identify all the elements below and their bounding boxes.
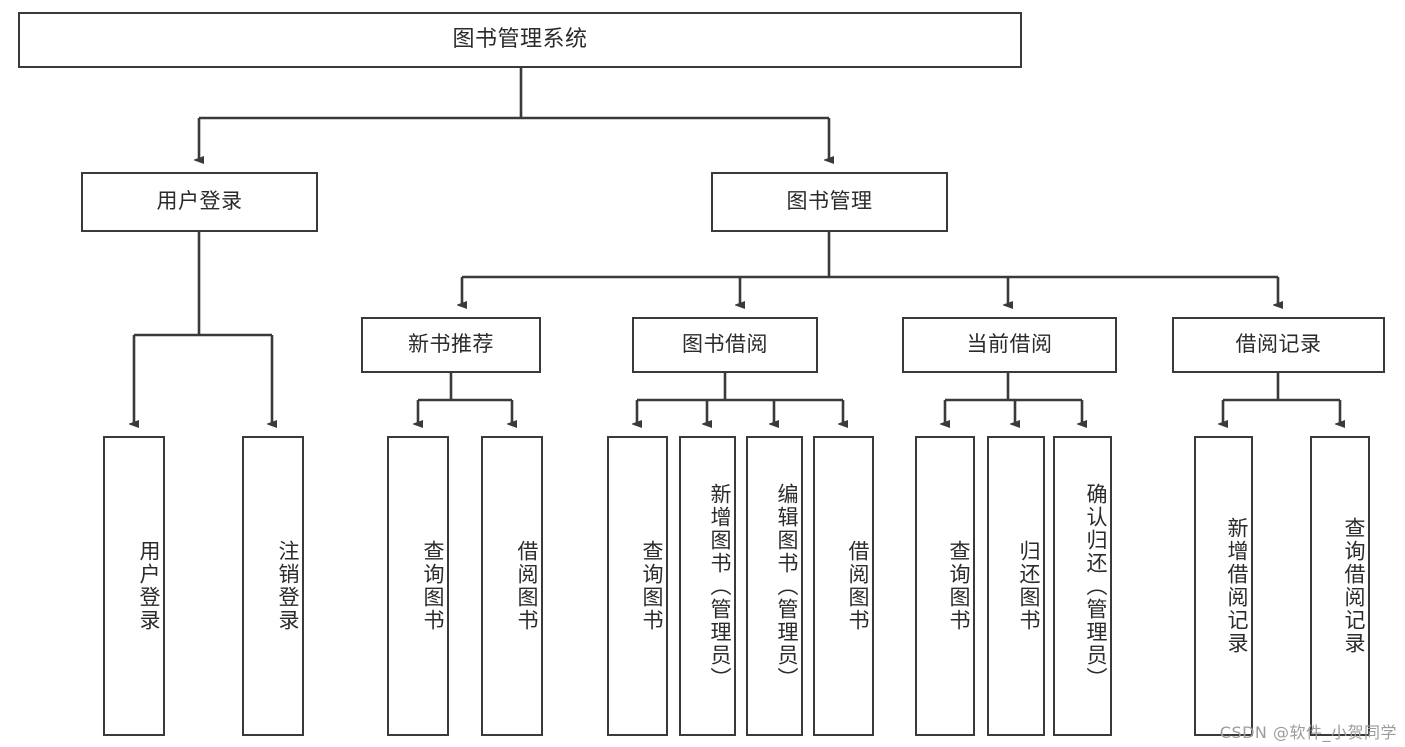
node-leaf-query-book-2-label: 查询图书: [640, 540, 664, 632]
node-leaf-return-book-label: 归还图书: [1017, 540, 1041, 632]
node-book-manage[interactable]: 图书管理: [711, 172, 948, 232]
node-leaf-query-borrow-record[interactable]: 查询借阅记录: [1310, 436, 1370, 736]
node-root[interactable]: 图书管理系统: [18, 12, 1022, 68]
node-leaf-borrow-book-2[interactable]: 借阅图书: [813, 436, 874, 736]
node-leaf-edit-book-admin-label: 编辑图书（管理员）: [775, 482, 799, 690]
node-leaf-query-borrow-record-label: 查询借阅记录: [1342, 517, 1366, 655]
node-borrow-record[interactable]: 借阅记录: [1172, 317, 1385, 373]
watermark: CSDN @软件_小贺同学: [1219, 723, 1397, 742]
node-book-manage-label: 图书管理: [786, 189, 873, 214]
node-leaf-borrow-book-2-label: 借阅图书: [846, 540, 870, 632]
node-leaf-edit-book-admin[interactable]: 编辑图书（管理员）: [746, 436, 803, 736]
node-leaf-return-book[interactable]: 归还图书: [987, 436, 1045, 736]
node-leaf-borrow-book-1-label: 借阅图书: [515, 540, 539, 632]
node-leaf-logout[interactable]: 注销登录: [242, 436, 304, 736]
node-current-borrow-label: 当前借阅: [966, 332, 1053, 357]
node-leaf-query-book-2[interactable]: 查询图书: [607, 436, 668, 736]
node-book-borrow[interactable]: 图书借阅: [632, 317, 818, 373]
node-leaf-confirm-return-admin-label: 确认归还（管理员）: [1084, 482, 1108, 690]
node-leaf-logout-label: 注销登录: [276, 540, 300, 632]
node-current-borrow[interactable]: 当前借阅: [902, 317, 1117, 373]
node-new-book-recommend-label: 新书推荐: [408, 332, 494, 357]
node-leaf-query-book-3-label: 查询图书: [947, 540, 971, 632]
node-leaf-user-login-label: 用户登录: [137, 540, 161, 632]
node-leaf-user-login[interactable]: 用户登录: [103, 436, 165, 736]
node-leaf-confirm-return-admin[interactable]: 确认归还（管理员）: [1053, 436, 1112, 736]
node-leaf-borrow-book-1[interactable]: 借阅图书: [481, 436, 543, 736]
node-leaf-query-book-3[interactable]: 查询图书: [915, 436, 975, 736]
node-leaf-query-book-1-label: 查询图书: [421, 540, 445, 632]
node-user-login[interactable]: 用户登录: [81, 172, 318, 232]
node-borrow-record-label: 借阅记录: [1235, 332, 1322, 357]
node-root-label: 图书管理系统: [452, 26, 588, 52]
node-new-book-recommend[interactable]: 新书推荐: [361, 317, 541, 373]
node-leaf-add-book-admin[interactable]: 新增图书（管理员）: [679, 436, 736, 736]
node-leaf-add-book-admin-label: 新增图书（管理员）: [708, 482, 732, 690]
node-book-borrow-label: 图书借阅: [682, 332, 768, 357]
node-leaf-add-borrow-record[interactable]: 新增借阅记录: [1194, 436, 1253, 736]
node-leaf-query-book-1[interactable]: 查询图书: [387, 436, 449, 736]
node-leaf-add-borrow-record-label: 新增借阅记录: [1225, 517, 1249, 655]
node-user-login-label: 用户登录: [156, 189, 243, 214]
